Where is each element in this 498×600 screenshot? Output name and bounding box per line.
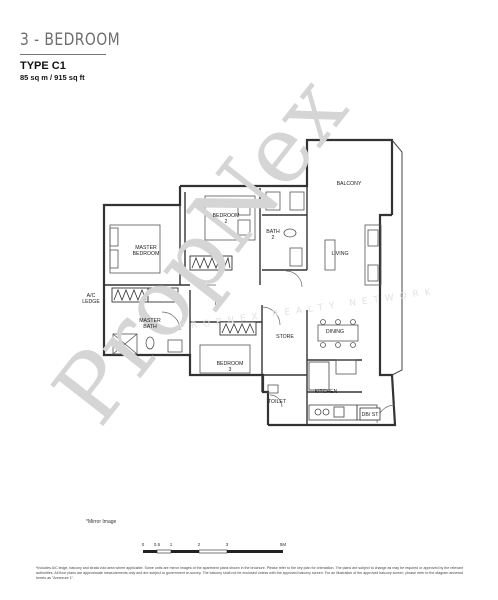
label-dining: DINING (326, 329, 344, 335)
scale-bar: 0 0.5 1 2 3 5M (142, 542, 287, 554)
label-toilet: TOILET (268, 399, 287, 405)
disclaimer-text: *Includes A/C ledge, balcony and strata … (36, 566, 464, 580)
living-dining-furniture (317, 224, 382, 375)
scale-tick-3: 2 (198, 542, 201, 547)
wardrobes (111, 255, 257, 336)
mirror-note: *Mirror Image (86, 519, 117, 525)
beds (109, 195, 256, 374)
scale-tick-5: 5M (280, 542, 287, 547)
wardrobe-hatching (113, 256, 255, 334)
watermark-logo: PropNex (33, 57, 368, 444)
scale-tick-1: 0.5 (154, 542, 161, 547)
label-balcony: BALCONY (337, 181, 362, 187)
scale-tick-2: 1 (170, 542, 173, 547)
unit-type: TYPE C1 (20, 60, 66, 72)
outer-walls (102, 138, 397, 427)
balcony-frame (391, 139, 403, 376)
label-db-st: DB/ ST (362, 412, 380, 418)
db-st-box (359, 407, 381, 421)
scale-tick-4: 3 (226, 542, 229, 547)
unit-area: 85 sq m / 915 sq ft (20, 73, 85, 82)
title-divider (20, 54, 106, 55)
label-living: LIVING (331, 251, 348, 257)
door-swings (161, 270, 396, 424)
label-kitchen: KITCHEN (315, 389, 338, 395)
label-store: STORE (276, 334, 294, 340)
page-title: 3 - BEDROOM (20, 30, 121, 50)
bath-fixtures (112, 191, 305, 394)
scale-tick-0: 0 (142, 542, 145, 547)
